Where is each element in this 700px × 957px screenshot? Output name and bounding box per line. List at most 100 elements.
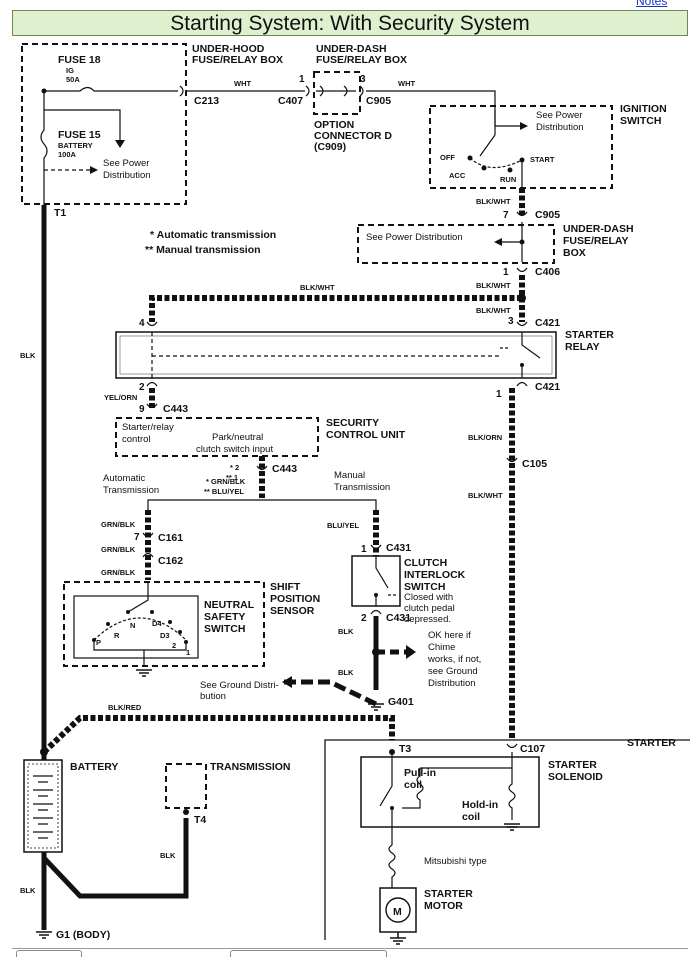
connector-c905 [359,85,364,97]
c161-label: C161 [158,532,183,544]
connector-c443b [256,465,268,471]
auto-trans-label-2: Transmission [103,485,159,496]
clutch-note: Closed with [404,592,453,603]
ign-run-contact [507,167,513,173]
scu-park-label: Park/neutral [212,432,263,443]
pos-d4: D4 [152,619,162,628]
pin-7b: 7 [134,532,140,543]
footer-button-left[interactable] [16,950,82,957]
wht-label-1: WHT [234,79,251,88]
grn-blk-label-a: GRN/BLK [101,520,136,529]
shift-sensor-label-2: POSITION [270,593,320,605]
ign-power-arrow [494,110,520,127]
blk-orn-label: BLK/ORN [468,433,502,442]
c421b-label: C421 [535,381,560,393]
ign-dashed-arc [469,157,523,169]
ok-here-label: OK here if [428,630,471,641]
pin-2: 2 [139,382,145,393]
c407-label: C407 [278,95,303,107]
connector-c406 [516,267,528,273]
neutral-switch-label-3: SWITCH [204,623,245,635]
starter-relay-label: STARTER [565,329,614,341]
g401-label: G401 [388,696,414,708]
see-ground-label-2: bution [200,691,226,702]
clutch-label-2: INTERLOCK [404,569,466,581]
relay-coil-dash [151,332,500,378]
ud-arrow-line [502,222,523,262]
fuse15-symbol [40,110,48,205]
fuse18-symbol [44,86,178,92]
c406-label: C406 [535,266,560,278]
motor-ground [390,932,406,945]
wht-label-2: WHT [398,79,415,88]
pin-7-c905: 7 [503,210,509,221]
power-dist-arrow-2 [90,166,98,174]
battery-label: BATTERY [70,761,118,773]
c431a-label: C431 [386,542,411,554]
ign-see-power: See Power [536,110,582,121]
pin-1-c407: 1 [299,74,305,85]
starter-solenoid-label-2: SOLENOID [548,771,603,783]
blk-wht-label-e: BLK/WHT [468,491,503,500]
yel-orn-label: YEL/ORN [104,393,137,402]
blk-wht-wire-top [149,295,522,322]
manual-trans-label-2: Transmission [334,482,390,493]
nss-contact-d3 [168,620,172,624]
security-control-unit-box [115,417,319,457]
neutral-switch-label-2: SAFETY [204,611,245,623]
blk-red-wire [41,715,395,755]
shift-sensor-label-3: SENSOR [270,605,315,617]
pin-3: 3 [508,316,514,327]
starter-solenoid-box [360,756,540,828]
pin-9: 9 [139,404,145,415]
c905-label: C905 [366,95,391,107]
t1-label: T1 [54,207,66,219]
notes-link[interactable]: Notes [636,0,668,8]
pin-2-star: * 2 [230,463,239,472]
c443b-label: C443 [272,463,297,475]
ign-arrowhead [520,122,528,130]
ud-arrowhead [494,238,502,246]
starter-relay-box [115,331,557,379]
auto-trans-label: Automatic [103,473,145,484]
pin-4: 4 [139,318,145,329]
battery-inner [27,763,59,849]
scu-starter-label-2: control [122,434,151,445]
auto-trans-note: * Automatic transmission [150,229,276,241]
ign-switch-blade [479,134,496,157]
blk-bat-label: BLK [20,886,36,895]
pos-r: R [114,631,120,640]
fuse15-rating: BATTERY [58,141,93,150]
nss-contact-2 [178,630,182,634]
c431b-label: C431 [386,612,411,624]
pull-in-label: Pull-in [404,767,436,779]
connector-c161 [142,532,154,538]
blu-yel-star-label: ** BLU/YEL [204,487,244,496]
blk-wht-label-c: BLK/WHT [300,283,335,292]
clutch-note-3: depressed. [404,614,451,625]
connector-c105 [506,457,518,463]
ign-off: OFF [440,153,455,162]
scu-label: SECURITY [326,417,379,429]
blk-m-label: BLK [338,627,354,636]
ign-see-power-2: Distribution [536,122,584,133]
transmission-box [165,763,207,809]
relay-contact [521,332,541,378]
c905b-label: C905 [535,209,560,221]
blk-g-label: BLK [338,668,354,677]
blu-yel-label: BLU/YEL [327,521,360,530]
under-dash-label-2: FUSE/RELAY BOX [316,54,407,66]
battery-cells [33,775,53,839]
g1-label: G1 (BODY) [56,929,110,941]
ignition-label-2: SWITCH [620,115,661,127]
ign-run: RUN [500,175,516,184]
pos-1: 1 [186,648,190,657]
pin-3-c905: 3 [360,74,366,85]
internal-bus [43,91,121,140]
hold-in-label: Hold-in [462,799,498,811]
footer-button-center[interactable] [230,950,387,957]
under-hood-label-2: FUSE/RELAY BOX [192,54,283,66]
nss-contact-r [106,622,110,626]
pin-1-c406: 1 [503,267,509,278]
